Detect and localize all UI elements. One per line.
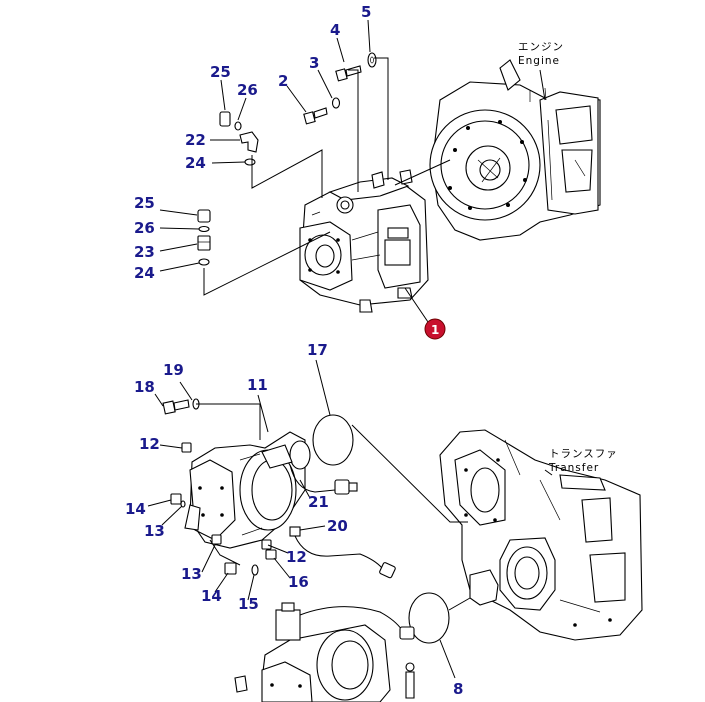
callout-19: 19	[163, 361, 184, 379]
leader-lines	[147, 19, 553, 679]
o-ring-15	[251, 564, 259, 576]
callout-13-lower: 13	[181, 565, 202, 583]
engine-label-en: Engine	[518, 55, 560, 67]
callout-24-upper: 24	[185, 154, 206, 172]
engine-label-jp: エンジン	[518, 41, 564, 53]
o-ring-24-upper	[244, 158, 256, 166]
o-ring-13-upper	[180, 500, 186, 508]
callout-21: 21	[308, 493, 329, 511]
elbow-22	[239, 131, 259, 153]
callout-3: 3	[309, 54, 319, 72]
washer-3	[331, 97, 341, 109]
hydraulic-pump-upper	[299, 169, 429, 313]
callout-18: 18	[134, 378, 155, 396]
callout-26-lower: 26	[134, 219, 155, 237]
callout-14-upper: 14	[125, 500, 146, 518]
o-ring-26-upper	[234, 121, 242, 131]
callout-12-upper: 12	[139, 435, 160, 453]
hydraulic-pump-lower-left	[184, 431, 311, 549]
callout-15: 15	[238, 595, 259, 613]
callout-22: 22	[185, 131, 206, 149]
callout-5: 5	[361, 3, 371, 21]
engine-flywheel-housing	[429, 59, 601, 241]
washer-5	[367, 52, 377, 68]
sensor-harness-21	[289, 464, 358, 495]
bolt-4	[335, 65, 362, 82]
svg-text:1: 1	[431, 323, 439, 337]
hydraulic-pump-bottom	[234, 602, 415, 702]
callout-13-upper: 13	[144, 522, 165, 540]
bolt-18	[162, 399, 190, 415]
callout-4: 4	[330, 21, 340, 39]
plug-16	[265, 549, 277, 560]
fitting-23	[197, 235, 211, 251]
plug-25-lower	[197, 209, 211, 223]
sensor-harness-20	[289, 526, 396, 579]
callout-24-lower: 24	[134, 264, 155, 282]
callout-17: 17	[307, 341, 328, 359]
transfer-label-jp: トランスファ	[549, 448, 618, 460]
callout-12-lower: 12	[286, 548, 307, 566]
callout-16: 16	[288, 573, 309, 591]
plug-25-upper	[219, 111, 231, 127]
callout-14-lower: 14	[201, 587, 222, 605]
transfer-label-en: Transfer	[548, 462, 599, 474]
callout-25-lower: 25	[134, 194, 155, 212]
plug-12-upper	[181, 442, 192, 453]
o-ring-17	[312, 414, 354, 466]
callout-1-badge: 1	[424, 318, 446, 340]
transfer-case	[439, 429, 643, 641]
callout-25-upper: 25	[210, 63, 231, 81]
o-ring-8	[408, 592, 450, 644]
plug-14-lower	[224, 562, 237, 575]
callout-8: 8	[453, 680, 463, 698]
callout-23: 23	[134, 243, 155, 261]
bolt-2	[303, 107, 328, 125]
o-ring-26-lower	[198, 225, 210, 233]
plug-13-lower	[211, 534, 222, 545]
o-ring-24-lower	[198, 258, 210, 266]
callout-20: 20	[327, 517, 348, 535]
plug-12-lower	[261, 539, 272, 550]
plug-14-upper	[170, 493, 182, 505]
callout-2: 2	[278, 72, 288, 90]
callout-26-upper: 26	[237, 81, 258, 99]
callout-11: 11	[247, 376, 268, 394]
